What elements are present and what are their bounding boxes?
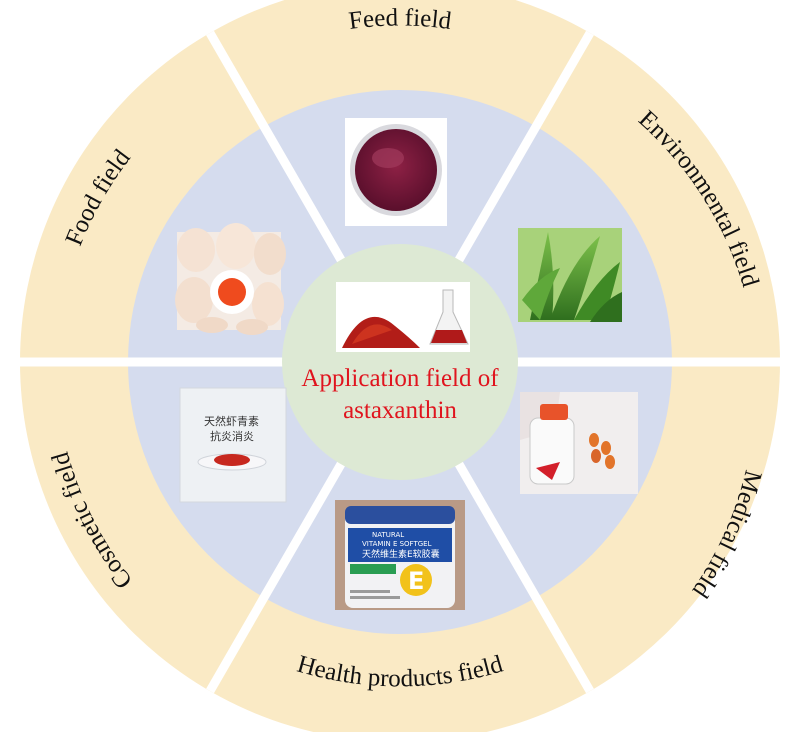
feed-powder-image (345, 118, 447, 226)
center-title-line1: Application field of (301, 365, 499, 392)
cosmetic-mask-image: 天然虾青素 抗炎消炎 (179, 387, 287, 503)
bottle-text-e-logo: E (408, 567, 424, 595)
mask-text-line1: 天然虾青素 (204, 414, 259, 428)
bottle-text-vitamin-e: VITAMIN E SOFTGEL (362, 540, 432, 548)
center-title-line2: astaxanthin (343, 397, 457, 424)
center-disc (282, 244, 518, 480)
sector-label-feed: Feed field (347, 4, 453, 35)
health-products-bottle-image: NATURAL VITAMIN E SOFTGEL 天然维生素E软胶囊 E (335, 500, 465, 610)
mask-text-line2: 抗炎消炎 (210, 429, 254, 443)
medical-bottle-image (520, 392, 638, 494)
food-eggs-image (175, 223, 286, 335)
center-astaxanthin-image (336, 282, 470, 352)
bottle-text-natural: NATURAL (372, 531, 404, 539)
environmental-leaves-image (518, 228, 622, 322)
bottle-text-chinese: 天然维生素E软胶囊 (362, 548, 440, 560)
